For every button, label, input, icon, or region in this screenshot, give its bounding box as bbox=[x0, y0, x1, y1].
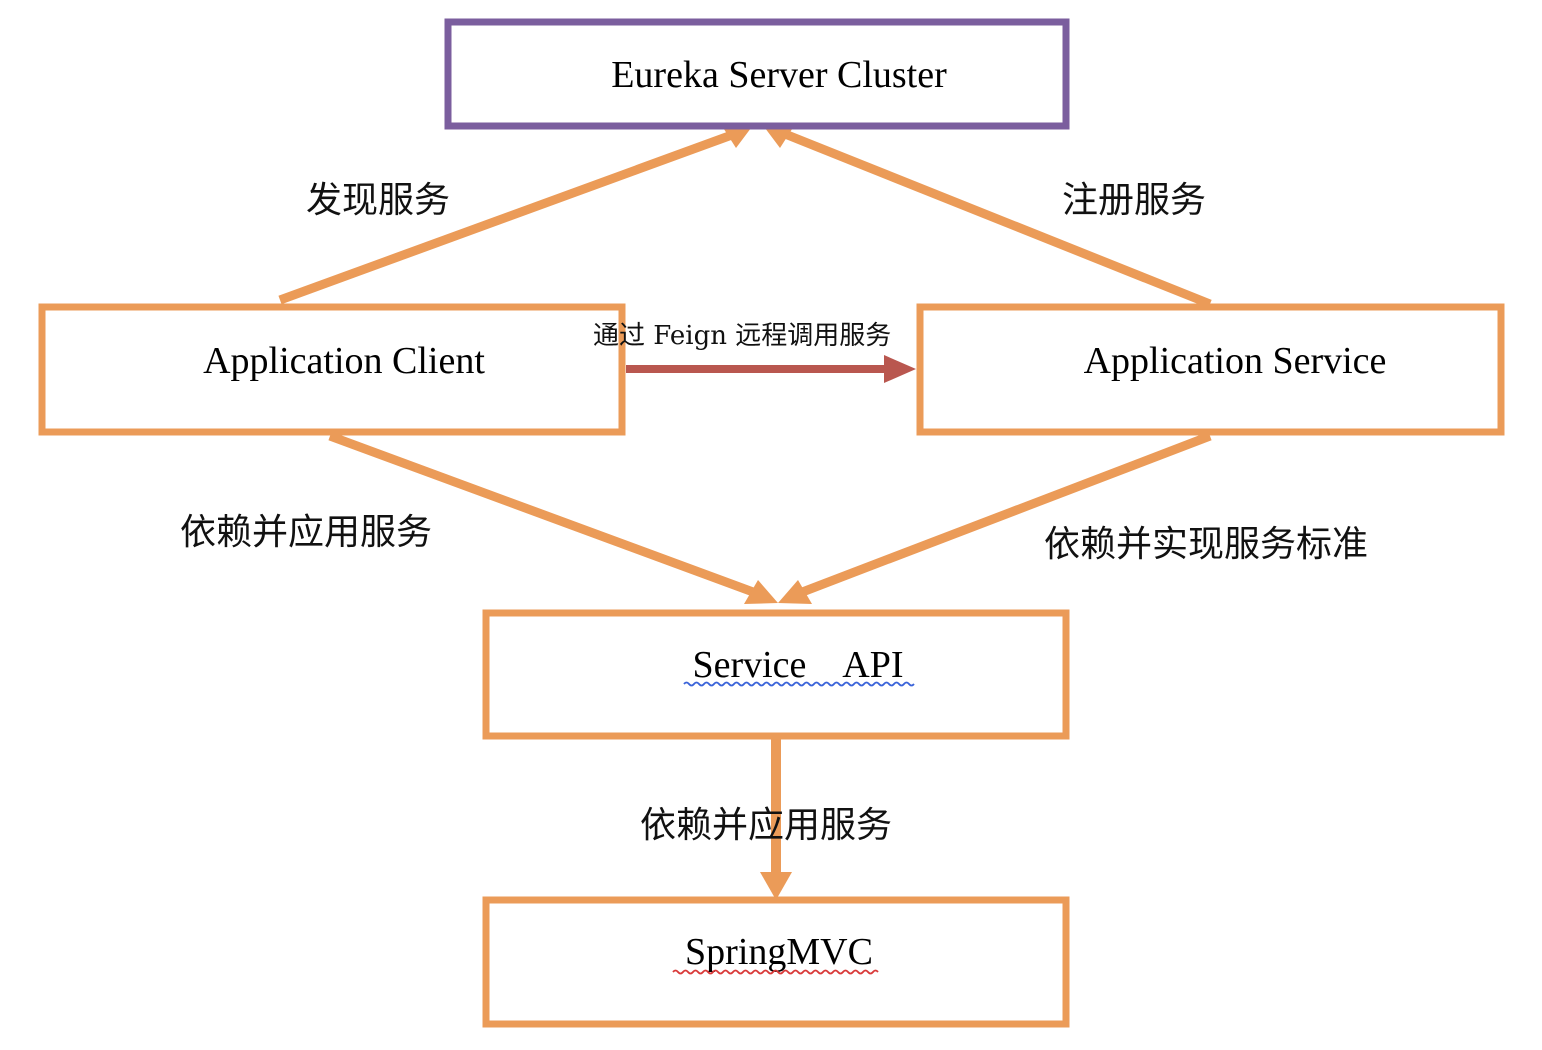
node-eureka-server-cluster: Eureka Server Cluster bbox=[444, 18, 1070, 130]
label-feign-call: 通过 Feign 远程调用服务 bbox=[593, 321, 891, 351]
label-client-depends: 依赖并应用服务 bbox=[180, 512, 432, 553]
spellcheck-underline-blue bbox=[683, 681, 915, 687]
edge-service-to-api bbox=[778, 431, 1212, 604]
label-service-implements: 依赖并实现服务标准 bbox=[1044, 524, 1368, 565]
edge-register-service bbox=[762, 124, 1212, 309]
node-application-client: Application Client bbox=[38, 303, 626, 436]
label-discover-service: 发现服务 bbox=[306, 180, 450, 221]
node-service-api: Service API bbox=[482, 609, 1070, 740]
spellcheck-underline-red bbox=[672, 969, 879, 975]
node-application-service: Application Service bbox=[916, 303, 1505, 436]
service-label: Application Service bbox=[1084, 340, 1387, 382]
edge-feign-call bbox=[626, 355, 916, 383]
edge-api-to-springmvc bbox=[760, 736, 792, 900]
api-label: Service API bbox=[692, 644, 903, 686]
edge-client-to-api bbox=[328, 431, 778, 604]
eureka-label: Eureka Server Cluster bbox=[611, 54, 947, 96]
label-register-service: 注册服务 bbox=[1062, 180, 1206, 221]
springmvc-label: SpringMVC bbox=[685, 931, 873, 973]
node-springmvc: SpringMVC bbox=[482, 896, 1070, 1028]
client-label: Application Client bbox=[203, 340, 485, 382]
edge-discover-service bbox=[278, 124, 754, 305]
label-api-depends: 依赖并应用服务 bbox=[640, 805, 892, 846]
